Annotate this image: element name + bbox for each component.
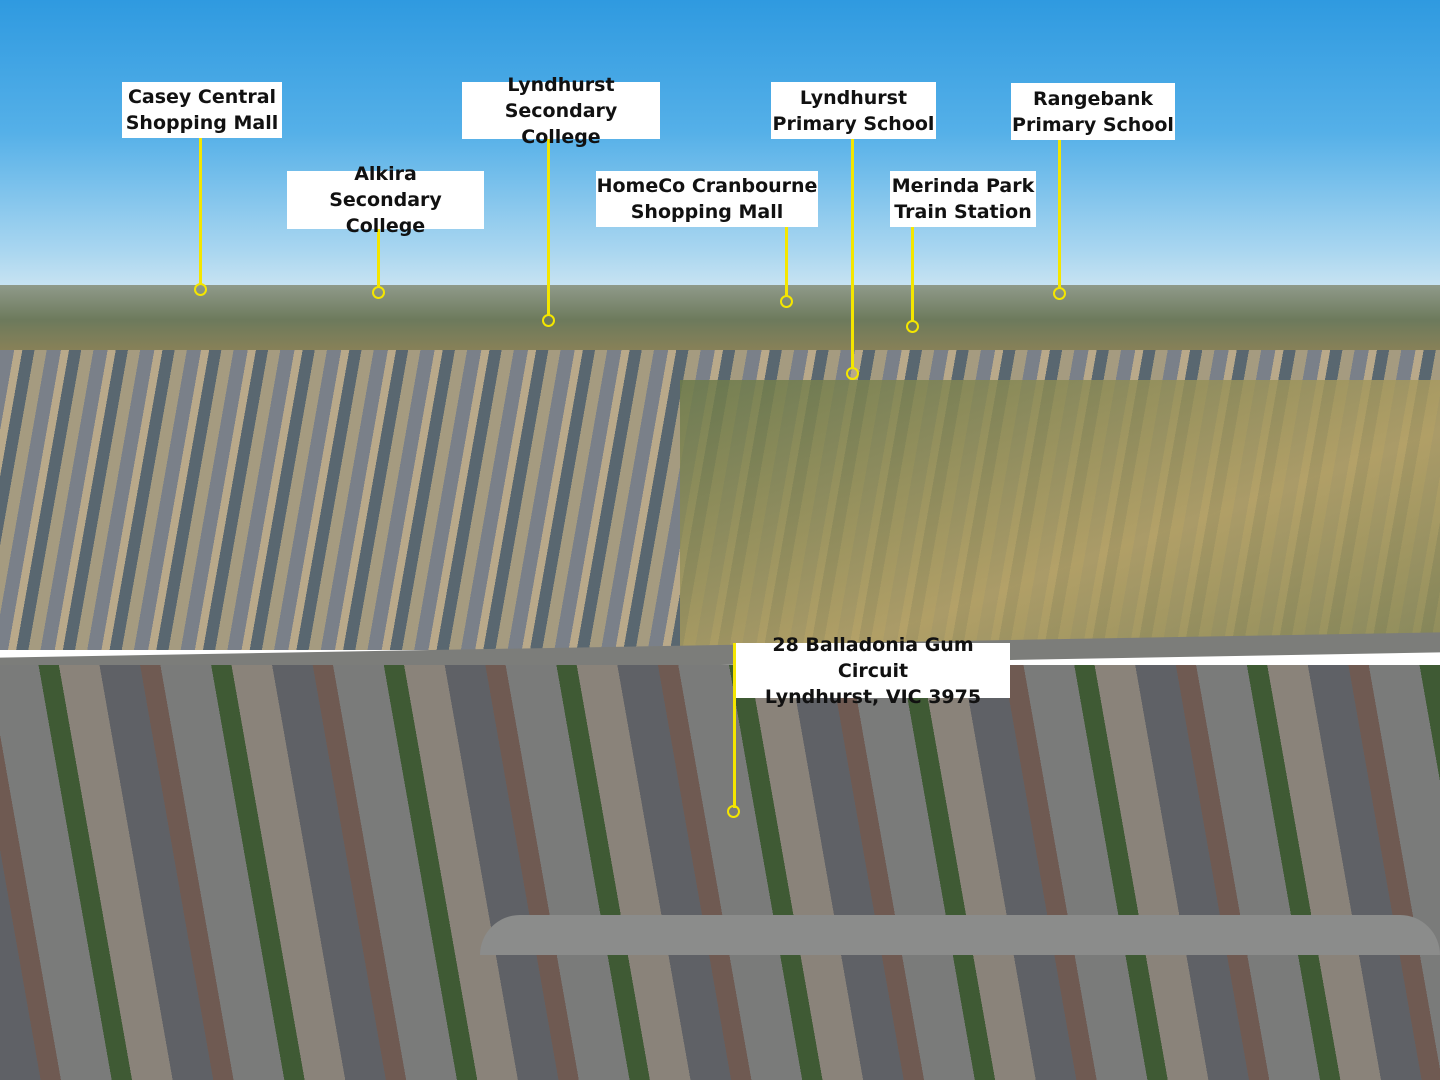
pointer-line <box>1058 140 1061 289</box>
label-merinda-park: Merinda Park Train Station <box>890 171 1036 227</box>
pointer-line <box>733 643 736 808</box>
pointer-line <box>377 229 380 288</box>
address-label: 28 Balladonia Gum Circuit Lyndhurst, VIC… <box>736 634 1010 708</box>
location-marker <box>542 314 555 327</box>
address-line1: 28 Balladonia Gum Circuit <box>772 633 974 682</box>
park-area <box>680 380 1440 650</box>
location-marker <box>846 367 859 380</box>
foreground-houses <box>0 665 1440 1080</box>
location-marker <box>780 295 793 308</box>
label-lyndhurst-secondary: Lyndhurst Secondary College <box>462 74 660 148</box>
label-homeco: HomeCo Cranbourne Shopping Mall <box>596 171 818 227</box>
property-marker <box>727 805 740 818</box>
label-lyndhurst-primary: Lyndhurst Primary School <box>771 82 936 139</box>
label-alkira: Alkira Secondary College <box>287 163 484 237</box>
location-marker <box>906 320 919 333</box>
label-rangebank: Rangebank Primary School <box>1011 83 1175 140</box>
pointer-line <box>851 139 854 369</box>
location-marker <box>1053 287 1066 300</box>
sky <box>0 0 1440 295</box>
location-marker <box>194 283 207 296</box>
address-line2: Lyndhurst, VIC 3975 <box>764 685 982 708</box>
label-casey-central: Casey Central Shopping Mall <box>122 82 282 138</box>
pointer-line <box>199 138 202 285</box>
pointer-line <box>785 227 788 297</box>
location-marker <box>372 286 385 299</box>
pointer-line <box>911 227 914 322</box>
pointer-line <box>547 139 550 316</box>
horizon <box>0 285 1440 355</box>
circuit-road <box>480 915 1440 955</box>
